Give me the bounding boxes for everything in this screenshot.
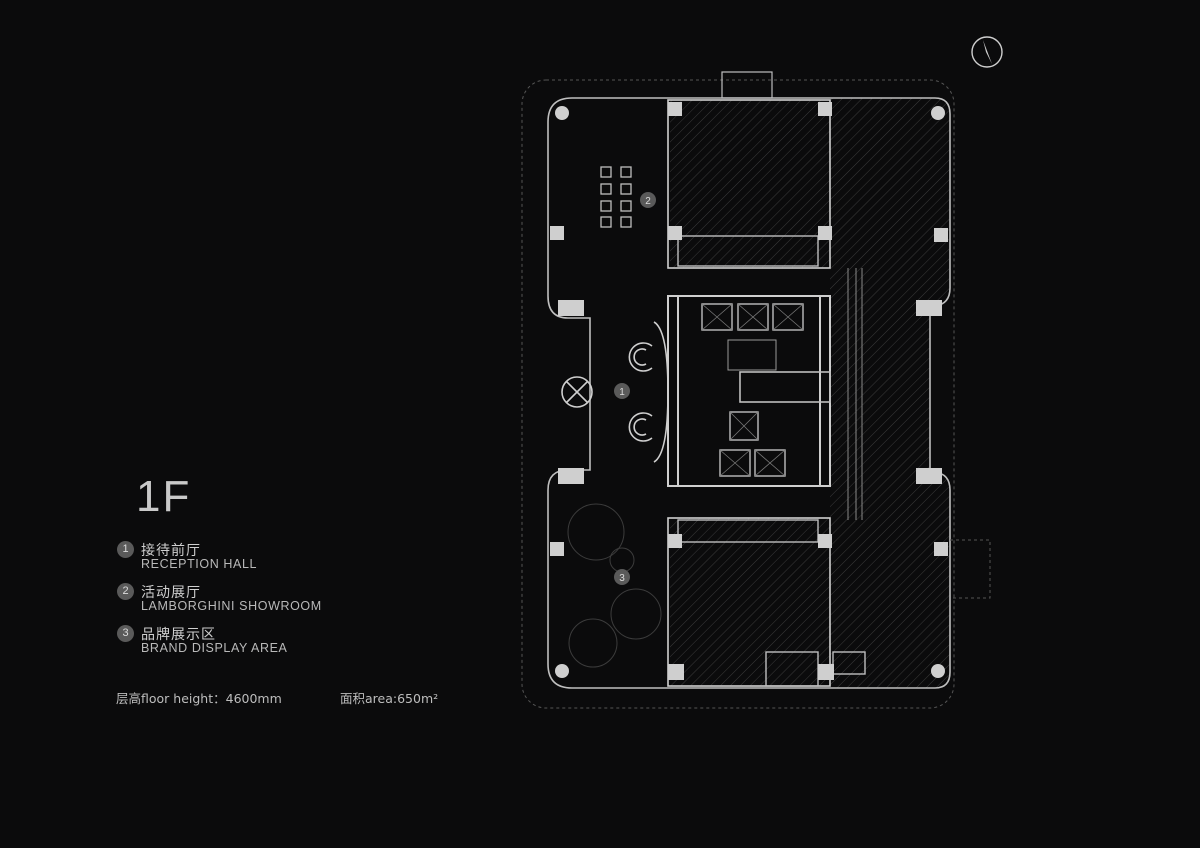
plan-marker-number: 2 [645,196,651,207]
round-column [931,106,945,120]
legend-label-cn: 品牌展示区 [141,627,216,643]
site-boundary [521,79,955,709]
elevator [701,303,733,331]
core-block [667,295,831,487]
column [668,226,682,240]
hatched-area-bottom-hall [670,518,830,686]
column [668,534,682,548]
hatched-area-right [830,98,950,688]
legend-label-en: RECEPTION HALL [141,557,258,571]
legend-item: 3 品牌展示区 BRAND DISPLAY AREA [116,624,416,666]
elevator [719,449,751,477]
annex-dashed [950,539,991,599]
legend-item: 1 接待前厅 RECEPTION HALL [116,540,416,582]
wall-bottom-hall [667,517,831,687]
legend-label-en: BRAND DISPLAY AREA [141,641,288,655]
wall-top-notch [721,71,773,99]
column [818,102,832,116]
column [668,102,682,116]
wall-top-block [547,97,951,689]
plan-marker [614,569,630,585]
legend-label-en: LAMBORGHINI SHOWROOM [141,599,322,613]
elevator [737,303,769,331]
display-stands [600,166,632,228]
round-column [931,664,945,678]
legend-item: 2 活动展厅 LAMBORGHINI SHOWROOM [116,582,416,624]
column [550,226,564,240]
plan-marker [640,192,656,208]
legend-label-cn: 活动展厅 [141,585,201,601]
column [818,664,834,680]
legend-number-badge: 1 [117,541,134,558]
stair [739,371,831,403]
column [558,468,584,484]
floor-label: 1F [136,472,192,521]
column [668,664,684,680]
column [818,226,832,240]
display-circles [567,503,662,668]
floor-height-text: 层高floor height：4600mm [116,691,282,706]
column [916,468,942,484]
column [550,542,564,556]
plan-marker [614,383,630,399]
column [934,228,948,242]
column [818,534,832,548]
column [916,300,942,316]
reception-counter [628,321,669,463]
column [558,300,584,316]
floor-stats: 层高floor height：4600mm 面积area:650m² [116,688,438,707]
elevator [754,449,786,477]
wall-top-hall [667,99,831,269]
column [934,542,948,556]
plan-marker-number: 1 [619,387,625,398]
stair [727,339,777,371]
revolving-door [561,376,593,408]
round-column [555,106,569,120]
legend: 1 接待前厅 RECEPTION HALL 2 活动展厅 LAMBORGHINI… [116,540,416,666]
round-column [555,664,569,678]
floor-area-text: 面积area:650m² [340,691,439,706]
plan-marker-number: 3 [619,573,625,584]
legend-label-cn: 接待前厅 [141,543,201,559]
legend-number-badge: 3 [117,625,134,642]
hatched-area-top-hall [670,100,830,268]
legend-number-badge: 2 [117,583,134,600]
elevator [772,303,804,331]
elevator [729,411,759,441]
north-arrow-icon [971,36,1003,68]
